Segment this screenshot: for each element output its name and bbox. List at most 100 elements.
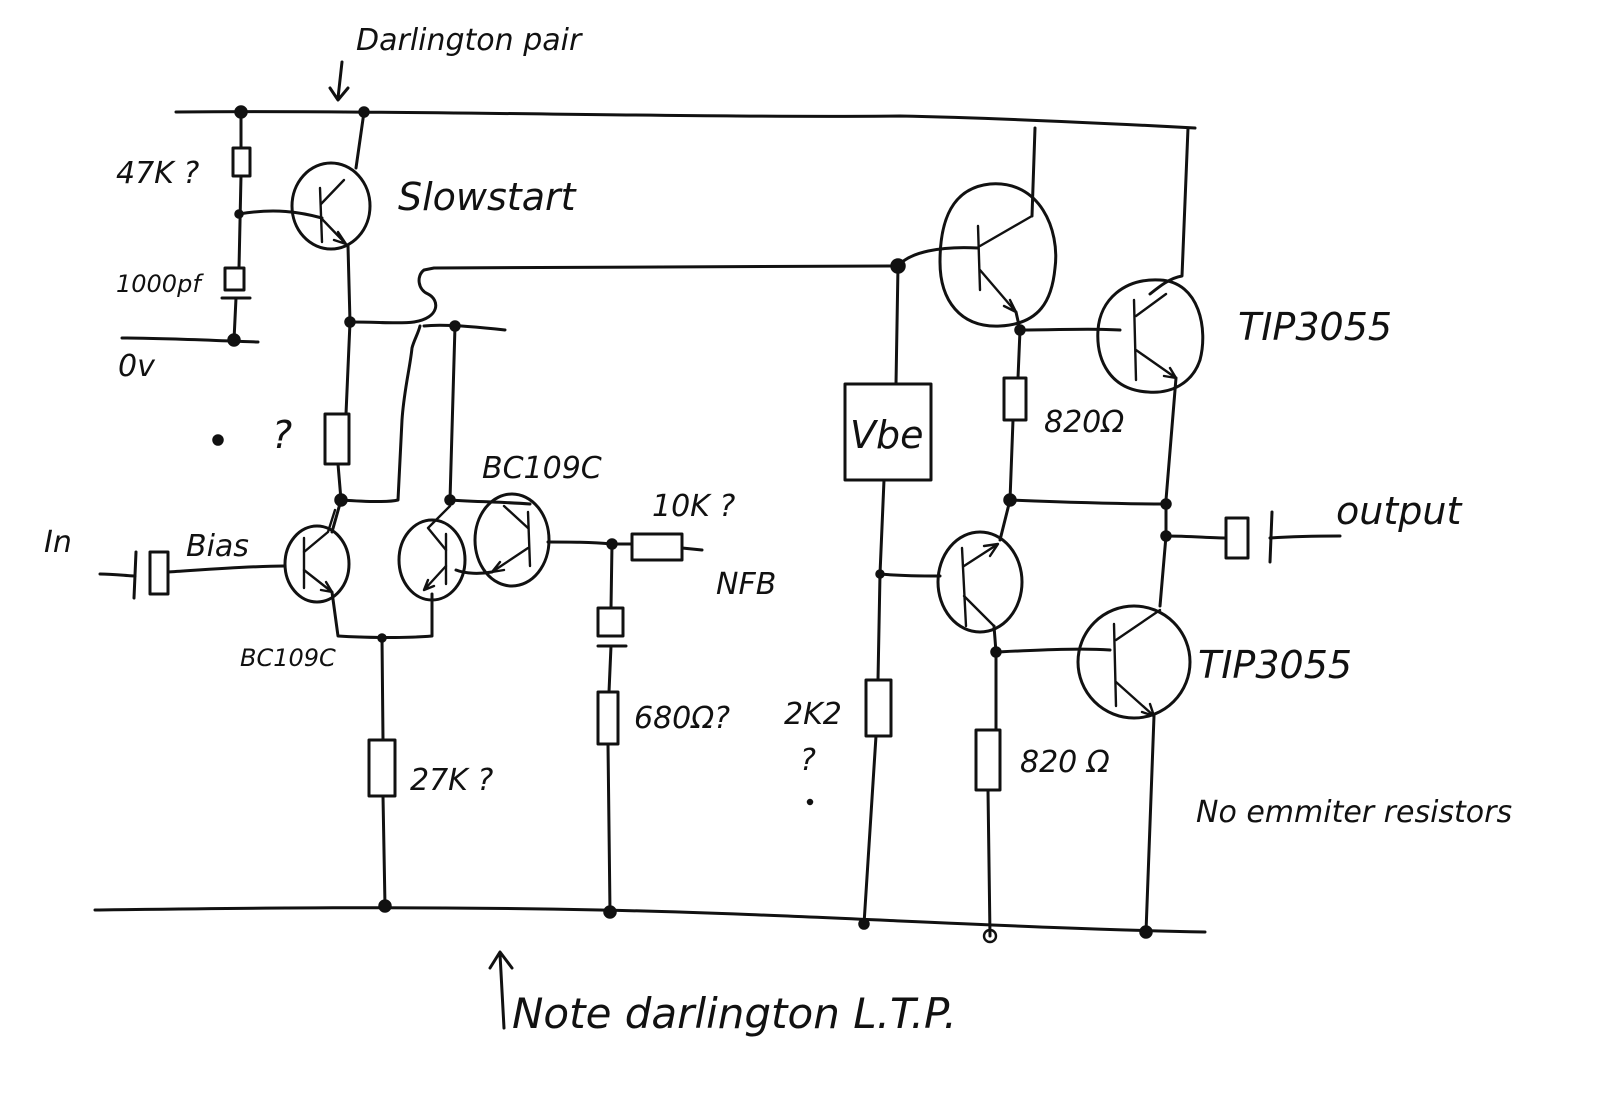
wire [1008, 418, 1015, 502]
label-820-lower: 820 Ω [1020, 745, 1110, 780]
wire [166, 564, 286, 574]
label-no-emitter-resistors: No emmiter resistors [1196, 795, 1512, 830]
wire [120, 336, 260, 344]
positive-supply-rail [174, 110, 1197, 130]
label-darlington-pair: Darlington pair [356, 23, 583, 58]
transistor-ltp-right-b [473, 492, 551, 588]
vbe-multiplier-box [843, 382, 933, 482]
wire [1018, 327, 1122, 332]
transistor-collector [319, 178, 346, 206]
arrow-up-icon [488, 950, 514, 1030]
capacitor-input-plate [132, 550, 138, 600]
transistor-base [318, 186, 324, 244]
transistor-base [960, 546, 968, 628]
label-slowstart: Slowstart [398, 175, 578, 219]
ground-rail [93, 906, 1207, 934]
wire [1148, 126, 1190, 296]
transistor-base [1132, 298, 1138, 382]
capacitor-1000pf [223, 266, 246, 292]
label-47k: 47K ? [116, 156, 199, 191]
transistor-collector [962, 594, 996, 628]
transistor-ltp-left [283, 524, 351, 604]
wire [546, 540, 614, 546]
label-bias: Bias [186, 529, 249, 564]
wire [1164, 534, 1228, 540]
junction-dot [982, 928, 998, 944]
junction-dot [378, 899, 392, 913]
arrow-down-icon [328, 60, 350, 102]
transistor-base [976, 224, 982, 292]
wire [894, 264, 900, 386]
wire [232, 296, 238, 342]
transistor-collector [426, 504, 452, 552]
wire [354, 110, 366, 170]
transistor-emitter [978, 268, 1018, 314]
wire [607, 644, 613, 694]
resistor-collector [323, 412, 351, 466]
label-in: In [44, 525, 72, 560]
wire [339, 324, 422, 503]
wire [422, 323, 507, 332]
wire [878, 478, 886, 576]
output-stage [896, 126, 1342, 944]
label-0v: 0v [118, 349, 156, 384]
wire [878, 572, 942, 578]
wire [1268, 534, 1342, 540]
resistor-2k2 [864, 678, 893, 738]
wire [448, 324, 457, 502]
label-note-darlington-ltp: Note darlington L.T.P. [512, 989, 957, 1038]
label-tip3055-lower: TIP3055 [1198, 643, 1352, 687]
wire [344, 320, 352, 416]
wire [609, 542, 614, 610]
transistor-base [1112, 622, 1118, 708]
wire [1158, 534, 1168, 608]
wire [237, 174, 243, 270]
wire [994, 647, 1112, 654]
transistor-ltp-right-a [397, 518, 467, 602]
wire [330, 498, 343, 534]
wire [348, 320, 416, 325]
resistor-10k [630, 532, 684, 562]
transistor-collector [1114, 608, 1162, 642]
feedback-network [596, 532, 704, 919]
wire [1008, 498, 1168, 506]
wire [380, 636, 385, 742]
transistor-driver-bottom [936, 530, 1024, 634]
wire [381, 794, 387, 908]
label-bc109c-bottom: BC109C [240, 644, 336, 672]
transistor-tip3055-upper [1096, 278, 1205, 394]
label-vbe: Vbe [850, 413, 924, 457]
transistor-emitter [319, 216, 348, 246]
transistor-tip3055-lower [1076, 604, 1192, 720]
wire [606, 742, 612, 914]
transistor-emitter [490, 546, 530, 574]
capacitor-input [148, 550, 170, 596]
transistor-emitter [1134, 348, 1178, 380]
wire [876, 572, 882, 682]
wire [1164, 376, 1178, 502]
transistor-base [526, 510, 532, 568]
label-27k: 27K ? [410, 763, 493, 798]
label-nfb: NFB [716, 567, 776, 602]
label-question-2k2: ? [800, 743, 816, 778]
wire [896, 246, 980, 268]
wire [680, 546, 704, 552]
wire [1144, 714, 1156, 934]
wire [998, 498, 1012, 542]
resistor-820-lower [974, 728, 1002, 792]
wire-crossover [412, 264, 892, 324]
wire [98, 572, 137, 578]
transistor-driver-top [938, 182, 1058, 328]
resistor-820-upper [1002, 376, 1028, 422]
transistor-emitter [302, 568, 334, 594]
capacitor-feedback [596, 606, 625, 638]
junction-dot [603, 905, 617, 919]
wire [237, 209, 324, 220]
wire [862, 734, 878, 926]
label-820-upper: 820Ω [1044, 405, 1124, 440]
junction-dot [858, 918, 870, 930]
slowstart-section [120, 105, 372, 347]
transistor-emitter [962, 542, 1000, 568]
transistor-collector [978, 214, 1034, 248]
